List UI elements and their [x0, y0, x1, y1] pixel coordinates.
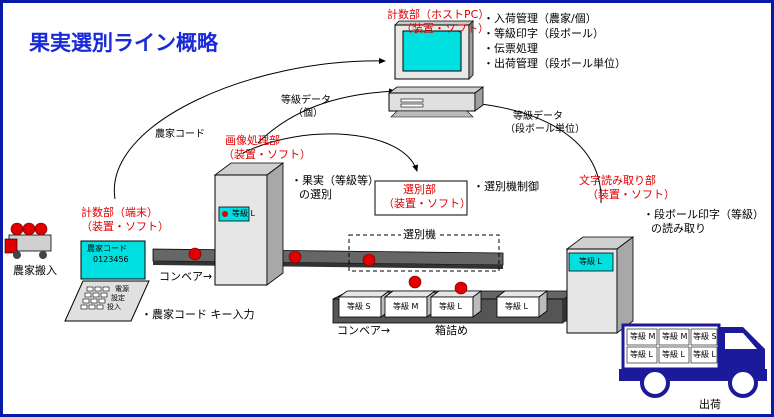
box-label: 等級 L — [439, 302, 462, 311]
flow-arrow-farmer-code — [113, 57, 386, 200]
terminal-name: 計数部（端末） — [81, 206, 158, 219]
label-conveyor-2: コンベア→ — [337, 324, 391, 337]
sorting-sub: （装置・ソフト） — [383, 197, 471, 210]
sorting-control-box — [374, 180, 468, 216]
packing-box — [337, 290, 391, 318]
host-function-1: ・入荷管理（農家/個） — [483, 12, 597, 25]
flow-label-grade-data-1b: （個） — [293, 108, 323, 119]
shipping-truck-icon — [619, 323, 767, 398]
truck-cargo-label: 等級 L — [630, 350, 653, 359]
diagram-canvas: 果実選別ライン概略 — [3, 3, 771, 414]
ocr-name: 文字読み取り部 — [579, 174, 656, 187]
terminal-screen-line-1: 農家コード — [87, 244, 127, 253]
flow-arrow-image-to-sorter — [242, 133, 418, 172]
flow-arrow-grade-data-piece — [257, 88, 396, 144]
packing-box — [495, 290, 549, 318]
truck-cargo-label: 等級 M — [630, 332, 656, 341]
terminal-key-input: 投入 — [107, 303, 121, 311]
diagram-graphics — [4, 20, 767, 398]
farmer-truck-icon — [4, 222, 52, 259]
apple-falling — [408, 275, 468, 295]
host-function-4: ・出荷管理（段ボール単位） — [483, 57, 626, 70]
image-proc-note-1: ・果実（等級等） — [291, 174, 379, 187]
flow-label-grade-data-1: 等級データ — [281, 95, 331, 106]
host-function-2: ・等級印字（段ボール） — [483, 27, 604, 40]
image-proc-grade-label: 等級 L — [232, 209, 255, 218]
box-label: 等級 M — [393, 302, 419, 311]
truck-cargo-label: 等級 S — [693, 332, 717, 341]
image-proc-name: 画像処理部 — [225, 134, 280, 147]
sorter-machine-label: 選別機 — [401, 228, 438, 242]
host-pc-name: 計数部（ホストPC） — [387, 8, 490, 21]
truck-cargo-label: 等級 M — [662, 332, 688, 341]
ocr-unit — [565, 236, 635, 334]
box-label: 等級 L — [505, 302, 528, 311]
host-pc-icon — [387, 20, 485, 118]
terminal-device-icon — [64, 240, 150, 322]
terminal-key-setting: 設定 — [111, 294, 125, 302]
terminal-key-power: 電源 — [115, 285, 129, 293]
host-function-3: ・伝票処理 — [483, 42, 538, 55]
host-pc-sub: （装置・ソフト） — [401, 22, 489, 35]
terminal-sub: （装置・ソフト） — [81, 220, 169, 233]
apple-on-conveyor — [188, 247, 376, 267]
flow-arrow-ocr-to-host — [472, 100, 602, 204]
label-farmer-intake: 農家搬入 — [13, 264, 57, 277]
terminal-caption: ・農家コード キー入力 — [141, 308, 255, 321]
sorting-note: ・選別機制御 — [473, 180, 539, 193]
terminal-screen-line-2: 0123456 — [93, 255, 129, 264]
label-shipping: 出荷 — [699, 398, 721, 411]
flow-label-grade-data-2b: （段ボール単位） — [505, 124, 585, 135]
truck-cargo-label: 等級 L — [662, 350, 685, 359]
diagram-title: 果実選別ライン概略 — [29, 31, 218, 55]
ocr-sub: （装置・ソフト） — [587, 188, 675, 201]
ocr-note-2: の読み取り — [651, 222, 706, 235]
sorter-machine-frame — [348, 234, 500, 272]
box-label: 等級 S — [347, 302, 371, 311]
truck-cargo-label: 等級 L — [693, 350, 716, 359]
image-processing-unit — [213, 162, 285, 286]
packing-box — [429, 290, 483, 318]
flow-label-grade-data-2: 等級データ — [513, 111, 563, 122]
label-conveyor-1: コンベア→ — [159, 270, 213, 283]
flow-label-farmer-code: 農家コード — [155, 129, 205, 140]
label-packing: 箱詰め — [435, 324, 468, 337]
image-proc-note-2: の選別 — [299, 188, 332, 201]
ocr-note-1: ・段ボール印字（等級） — [643, 208, 764, 221]
image-proc-sub: （装置・ソフト） — [223, 148, 311, 161]
ocr-grade-label: 等級 L — [579, 257, 602, 266]
sorting-name: 選別部 — [403, 183, 436, 196]
